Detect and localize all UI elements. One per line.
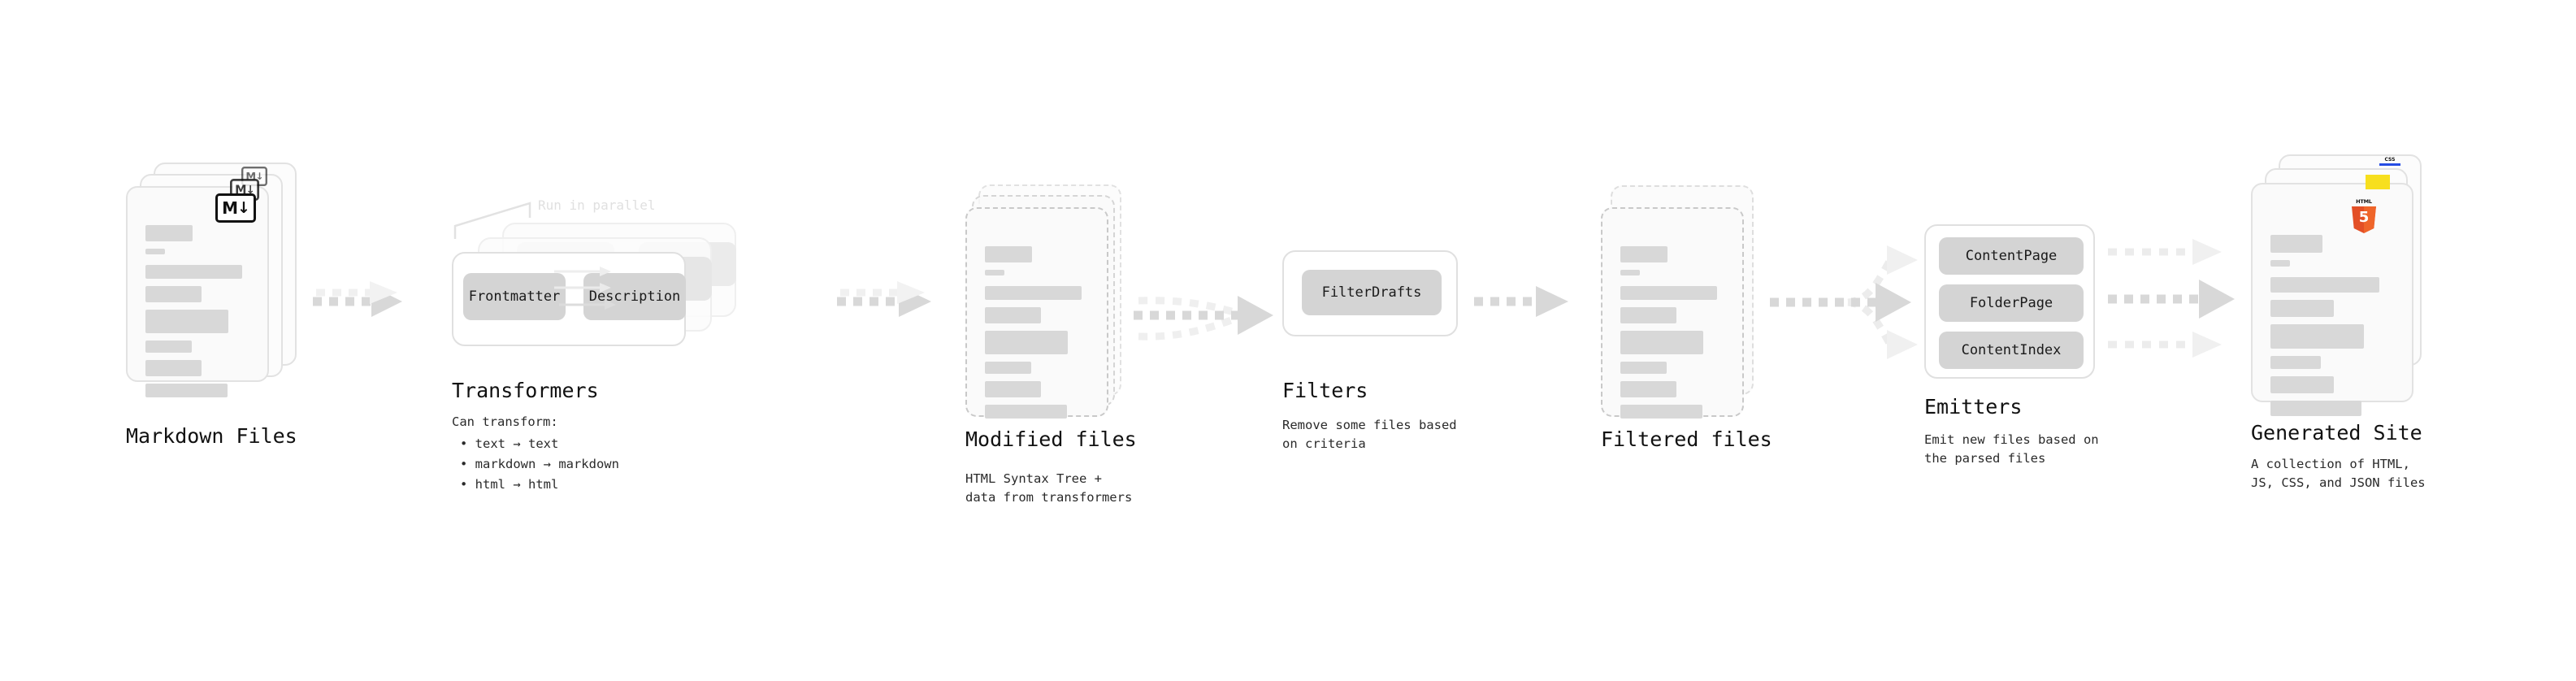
transformers-subtitle: Can transform: (452, 414, 558, 429)
modified-files-subtitle: HTML Syntax Tree + data from transformer… (965, 470, 1132, 508)
bar-line (2270, 324, 2364, 349)
bar-line (1620, 286, 1717, 300)
markdown-icon: M↓ (215, 193, 256, 223)
bar-title (1620, 246, 1667, 262)
transformers-title: Transformers (452, 379, 599, 402)
subtitle-line: JS, CSS, and JSON files (2251, 475, 2426, 491)
filters-title: Filters (1282, 379, 1368, 402)
bullet-html: • html → html (460, 477, 559, 492)
bar-title (2270, 235, 2322, 253)
run-in-parallel-label: Run in parallel (538, 197, 656, 213)
generated-site-subtitle: A collection of HTML, JS, CSS, and JSON … (2251, 455, 2426, 493)
bar-line (985, 405, 1067, 419)
bar-line (985, 381, 1041, 397)
transformers-bullets: • text → text • markdown → markdown • ht… (460, 434, 619, 495)
bar-line (145, 286, 202, 302)
markdown-bars (145, 225, 249, 405)
connector-modified-to-filters (1134, 296, 1273, 340)
bar-line (145, 265, 242, 279)
emitter-pill-folderpage[interactable]: FolderPage (1939, 284, 2084, 322)
bar-line (985, 331, 1068, 354)
connector-transformers-to-modified (837, 281, 931, 317)
javascript-icon (2366, 175, 2390, 189)
filtered-bars (1620, 246, 1724, 426)
subtitle-line: the parsed files (1924, 451, 2046, 466)
bar-line (145, 360, 202, 376)
modified-files-title: Modified files (965, 427, 1137, 451)
bar-line (145, 384, 228, 397)
bar-line (145, 340, 192, 353)
connector-filters-to-filtered (1474, 286, 1568, 317)
bar-line (2270, 376, 2334, 393)
bar-title (145, 225, 193, 241)
modified-files-group (965, 184, 1136, 423)
generated-site-group: CSS HTML 5 (2251, 154, 2438, 416)
filtered-files-title: Filtered files (1601, 427, 1772, 451)
bar-subtitle (985, 270, 1004, 275)
markdown-files-title: Markdown Files (126, 424, 297, 448)
bar-line (985, 307, 1041, 323)
generated-card-front (2251, 183, 2413, 416)
emitters-title: Emitters (1924, 395, 2023, 419)
markdown-card-stack: M↓ M↓ M↓ (126, 163, 297, 397)
bar-line (985, 286, 1082, 300)
bar-line (1620, 307, 1676, 323)
bar-subtitle (1620, 270, 1640, 275)
bar-line (2270, 300, 2334, 317)
connector-emitters-to-site (2108, 239, 2235, 358)
generated-bars (2270, 235, 2394, 423)
css3-icon: CSS (2379, 158, 2400, 167)
bar-line (1620, 381, 1676, 397)
subtitle-line: Remove some files based (1282, 418, 1457, 432)
filters-box: FilterDrafts (1282, 250, 1458, 336)
bar-subtitle (2270, 260, 2290, 267)
emitters-subtitle: Emit new files based on the parsed files (1924, 431, 2099, 469)
subtitle-line: on criteria (1282, 436, 1366, 452)
filters-subtitle: Remove some files based on criteria (1282, 416, 1457, 454)
modified-card-stack (965, 184, 1136, 423)
connector-filtered-to-emitters (1770, 245, 1918, 359)
markdown-card-front (126, 186, 269, 397)
transformer-pill-description[interactable]: Description (583, 273, 686, 320)
filter-pill-filterdrafts[interactable]: FilterDrafts (1302, 270, 1442, 315)
bar-line (985, 362, 1031, 374)
modified-card-front (965, 207, 1108, 419)
generated-card-stack: CSS HTML 5 (2251, 154, 2438, 416)
transformer-internal-arrows (554, 267, 616, 310)
transformer-box-front: Frontmatter Description (452, 252, 686, 346)
emitter-pill-contentindex[interactable]: ContentIndex (1939, 332, 2084, 369)
transformer-pill-frontmatter[interactable]: Frontmatter (463, 273, 566, 320)
bar-line (1620, 331, 1703, 354)
filtered-card-front (1601, 207, 1744, 419)
emitter-pill-contentpage[interactable]: ContentPage (1939, 237, 2084, 275)
bar-subtitle (145, 249, 165, 254)
modified-bars (985, 246, 1089, 426)
bar-title (985, 246, 1032, 262)
subtitle-line: HTML Syntax Tree + (965, 471, 1102, 486)
subtitle-line: data from transformers (965, 490, 1133, 505)
bullet-markdown: • markdown → markdown (460, 457, 619, 472)
bar-line (2270, 401, 2361, 416)
emitters-box: ContentPage FolderPage ContentIndex (1924, 224, 2095, 379)
html5-icon: HTML 5 (2352, 198, 2376, 233)
bullet-text: • text → text (460, 436, 559, 451)
run-in-parallel-bracket (453, 202, 531, 239)
bar-line (2270, 356, 2321, 369)
subtitle-line: A collection of HTML, (2251, 457, 2410, 471)
bar-line (2270, 277, 2379, 293)
subtitle-line: Emit new files based on (1924, 432, 2099, 447)
bar-line (145, 310, 228, 333)
bar-line (1620, 362, 1667, 374)
connector-markdown-to-transformers (313, 281, 402, 317)
generated-site-title: Generated Site (2251, 421, 2422, 445)
filtered-files-group (1601, 185, 1772, 423)
filtered-card-stack (1601, 185, 1772, 423)
bar-line (1620, 405, 1702, 419)
markdown-files-group: M↓ M↓ M↓ (126, 163, 297, 397)
